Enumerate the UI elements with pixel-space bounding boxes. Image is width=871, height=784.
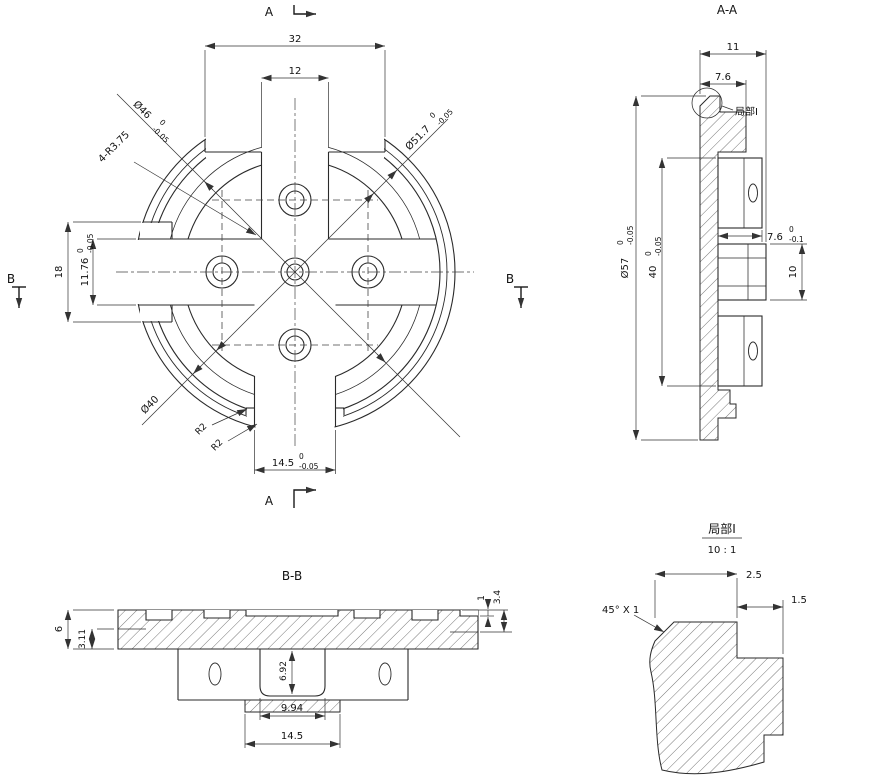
slot-edges bbox=[138, 139, 436, 427]
chamfer-note-label: 45° X 1 bbox=[602, 605, 639, 616]
fillet-note-label: 4-R3.75 bbox=[96, 129, 131, 164]
dim-32-label: 32 bbox=[289, 34, 302, 45]
dim-40-tol-upper: 0 bbox=[644, 251, 653, 256]
detail-dimensions: 2.5 1.5 45° X 1 bbox=[602, 570, 807, 654]
dim-10-label: 10 bbox=[788, 266, 799, 279]
dim-9-94-label: 9.94 bbox=[281, 703, 303, 714]
dia-57-tol-lower: -0.05 bbox=[626, 225, 635, 245]
section-aa-bosses bbox=[717, 157, 767, 387]
dim-14-5-tol-lower: -0.05 bbox=[299, 462, 319, 471]
section-marker-a-top: A bbox=[265, 5, 274, 19]
section-bb-boss bbox=[177, 649, 409, 713]
dim-7-6-side-tol-upper: 0 bbox=[789, 225, 794, 234]
dia-46-tol-lower: -0.05 bbox=[151, 125, 171, 145]
section-aa-dimensions: 11 7.6 Ø57 0 -0.05 40 0 -0.05 7.6 bbox=[616, 42, 807, 441]
section-bb-notch-masks bbox=[146, 610, 478, 620]
dim-40-tol-lower: -0.05 bbox=[654, 236, 663, 256]
section-marker-b-right: B bbox=[506, 272, 514, 286]
detail-view: 局部I 10 : 1 2.5 1.5 45° X 1 bbox=[602, 521, 807, 775]
detail-scale: 10 : 1 bbox=[708, 545, 737, 556]
dim-14-5-tol-upper: 0 bbox=[299, 452, 304, 461]
dia-51-7-label: Ø51.7 bbox=[403, 123, 433, 153]
dim-2-5-label: 2.5 bbox=[746, 570, 762, 581]
dim-11-76-tol-upper: 0 bbox=[76, 248, 85, 253]
dim-1-label: 1 bbox=[477, 595, 487, 601]
section-aa-body bbox=[699, 95, 747, 441]
leader-lines bbox=[133, 161, 258, 442]
dim-18-label: 18 bbox=[54, 266, 65, 279]
r2-label-a: R2 bbox=[194, 422, 210, 438]
dia-46-label: Ø46 bbox=[131, 98, 154, 121]
dim-3-4-label: 3.4 bbox=[493, 590, 503, 605]
dim-11-76-label: 11.76 bbox=[80, 258, 91, 287]
dim-7-6-side-label: 7.6 bbox=[767, 232, 783, 243]
detail-title: 局部I bbox=[708, 521, 736, 536]
dia-57-tol-upper: 0 bbox=[616, 240, 625, 245]
dim-7-6-side-tol-lower: -0.1 bbox=[789, 235, 804, 244]
section-bb-title: B-B bbox=[282, 569, 302, 583]
section-marker-b-left: B bbox=[7, 272, 15, 286]
front-view: 32 12 14.5 0 -0.05 18 11.76 0 -0.05 bbox=[7, 5, 528, 508]
dim-1-5-label: 1.5 bbox=[791, 595, 807, 606]
rim-cutout-masks bbox=[128, 106, 384, 436]
r2-label-b: R2 bbox=[210, 438, 226, 454]
dim-12-label: 12 bbox=[289, 66, 302, 77]
section-aa-view: A-A 局部I 11 7.6 bbox=[616, 3, 807, 441]
dim-40-label: 40 bbox=[648, 266, 659, 279]
dim-11-76-tol-lower: -0.05 bbox=[86, 233, 95, 253]
section-markers: A A B B bbox=[7, 5, 528, 508]
dia-51-7-tol-lower: -0.05 bbox=[435, 107, 455, 127]
dia-40-label: Ø40 bbox=[138, 393, 161, 416]
section-bb-view: B-B bbox=[54, 569, 512, 748]
dim-6-label: 6 bbox=[54, 626, 65, 632]
dia-46-tol-upper: 0 bbox=[158, 118, 168, 128]
diameter-dimension-lines bbox=[116, 93, 461, 438]
dim-3-11-label: 3.11 bbox=[78, 629, 88, 649]
section-bb-dimensions: 6 3.11 1 3.4 6.92 9.94 14.5 bbox=[54, 590, 512, 748]
dim-14-5-label: 14.5 bbox=[272, 458, 294, 469]
detail-callout: 局部I bbox=[691, 87, 758, 119]
dia-57-label: Ø57 bbox=[619, 258, 631, 279]
dim-6-92-label: 6.92 bbox=[279, 661, 289, 681]
detail-callout-label: 局部I bbox=[735, 105, 758, 118]
section-marker-a-bottom: A bbox=[265, 494, 274, 508]
detail-body bbox=[649, 621, 784, 775]
section-aa-title: A-A bbox=[717, 3, 738, 17]
dim-14-5-bb-label: 14.5 bbox=[281, 731, 303, 742]
dim-7-6-top-label: 7.6 bbox=[715, 72, 731, 83]
dia-51-7-tol-upper: 0 bbox=[428, 110, 438, 120]
dim-11-label: 11 bbox=[727, 42, 740, 53]
